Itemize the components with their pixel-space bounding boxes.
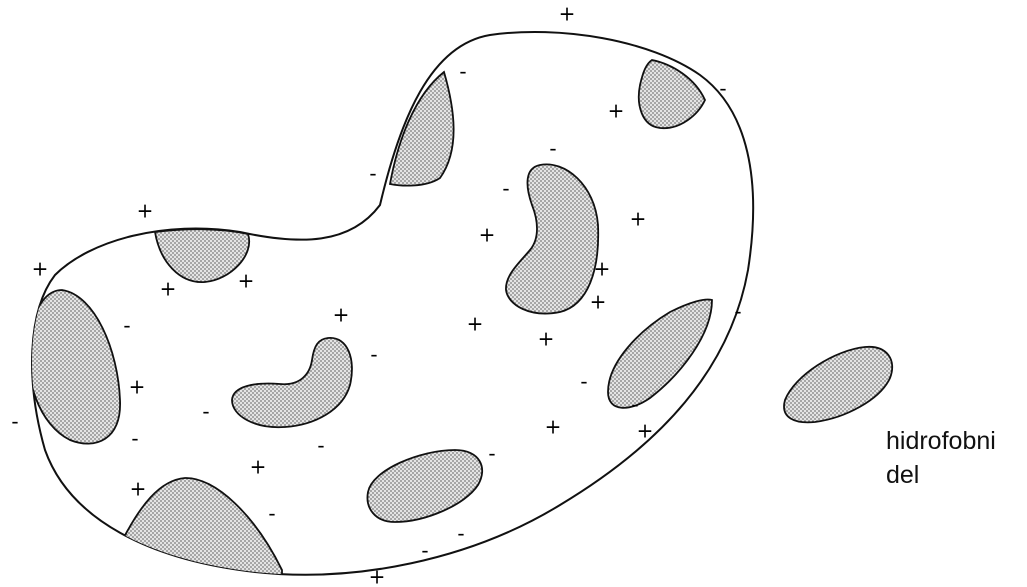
negative-charge: - [549,137,556,161]
negative-charge: - [457,522,464,546]
positive-charge: + [32,257,49,281]
positive-charge: + [545,415,562,439]
negative-charge: - [202,400,209,424]
positive-charge: + [630,207,647,231]
negative-charge: - [131,427,138,451]
positive-charge: + [369,565,386,587]
positive-charge: + [137,199,154,223]
positive-charge: + [160,277,177,301]
negative-charge: - [734,300,741,324]
negative-charge: - [719,77,726,101]
negative-charge: - [268,502,275,526]
negative-charge: - [421,539,428,563]
positive-charge: + [479,223,496,247]
negative-charge: - [488,442,495,466]
positive-charge: + [538,327,555,351]
positive-charge: + [608,99,625,123]
negative-charge: - [370,343,377,367]
legend-line-2: del [886,458,996,492]
positive-charge: + [129,375,146,399]
positive-charge: + [333,303,350,327]
legend-label: hidrofobni del [886,424,996,492]
positive-charge: + [130,477,147,501]
negative-charge: - [11,410,18,434]
negative-charge: - [369,162,376,186]
negative-charge: - [580,370,587,394]
negative-charge: - [317,434,324,458]
negative-charge: - [123,314,130,338]
legend-line-1: hidrofobni [886,424,996,458]
positive-charge: + [590,290,607,314]
negative-charge: - [459,60,466,84]
positive-charge: + [559,2,576,26]
positive-charge: + [238,269,255,293]
positive-charge: + [250,455,267,479]
negative-charge: - [502,177,509,201]
positive-charge: + [637,419,654,443]
positive-charge: + [594,257,611,281]
positive-charge: + [467,312,484,336]
legend-hydrophobic-sample [784,347,892,423]
negative-charge: - [631,393,638,417]
